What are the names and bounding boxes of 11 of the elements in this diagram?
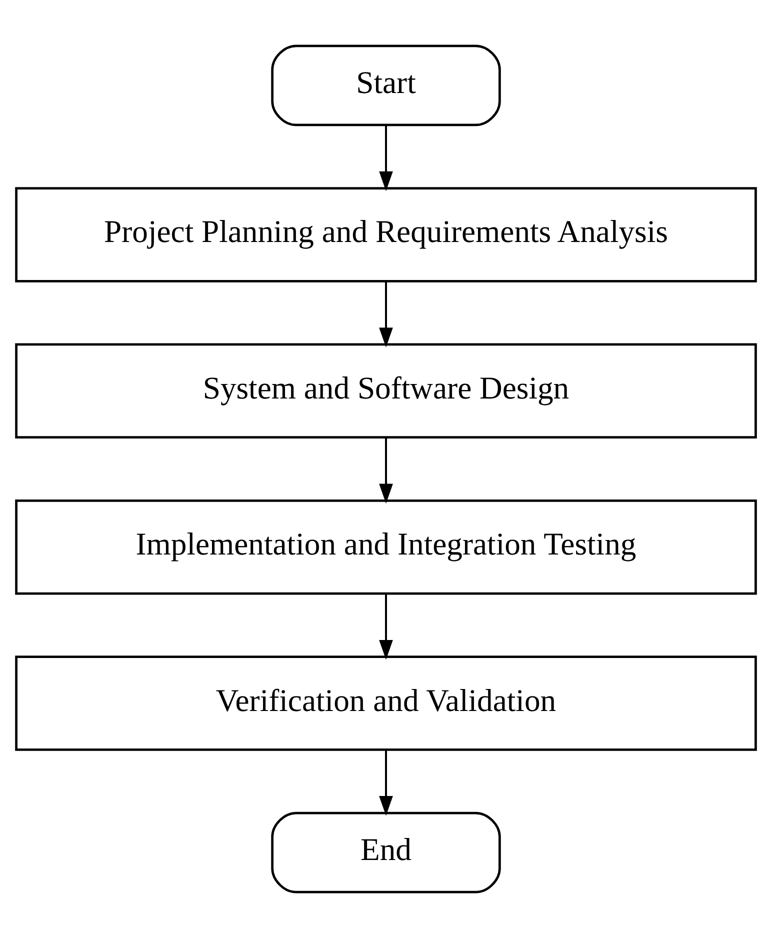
- arrow: [379, 281, 393, 347]
- arrow: [379, 125, 393, 191]
- arrow: [379, 750, 393, 816]
- node-box: End: [271, 811, 501, 893]
- arrow: [379, 593, 393, 660]
- node-box: System and Software Design: [15, 342, 757, 438]
- node-box: Project Planning and Requirements Analysis: [15, 186, 757, 282]
- arrow: [379, 437, 393, 504]
- node-box: Implementation and Integration Testing: [15, 498, 757, 594]
- node-box: Verification and Validation: [15, 655, 757, 750]
- node-box: Start: [271, 44, 501, 126]
